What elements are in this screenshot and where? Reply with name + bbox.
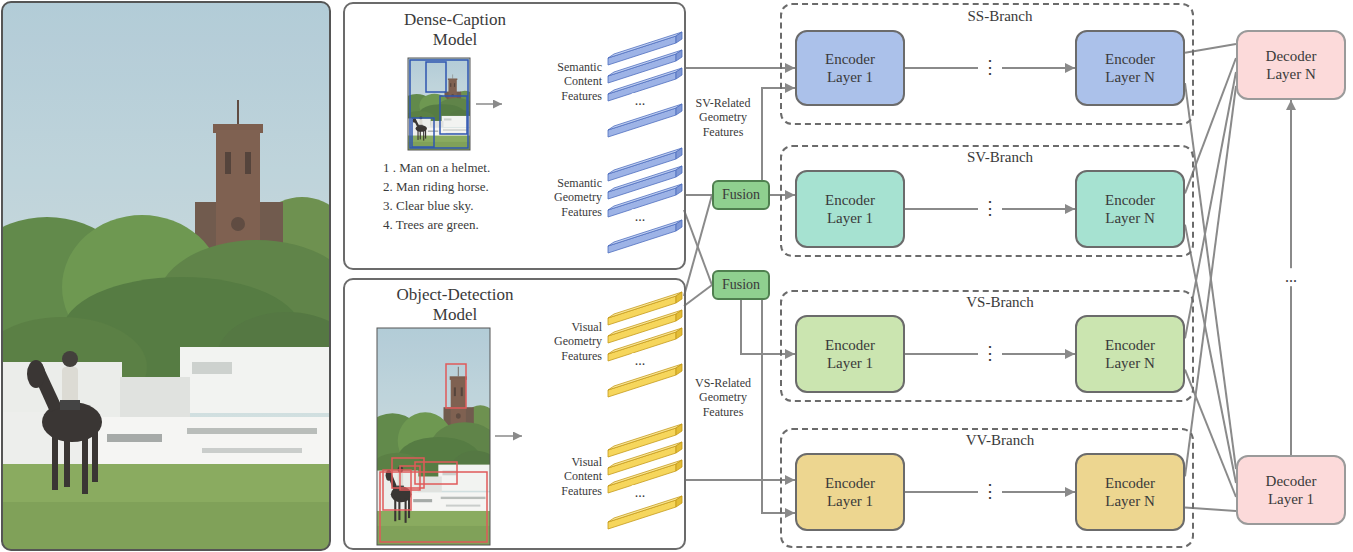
node-label: Encoder Layer N bbox=[1094, 474, 1166, 510]
caption-thumbnail bbox=[399, 58, 502, 150]
encoder-box: Encoder Layer N bbox=[1075, 315, 1185, 393]
node-label: 4. Trees are green. bbox=[383, 217, 543, 233]
detection-thumbnail bbox=[360, 328, 522, 545]
connector bbox=[684, 479, 795, 481]
node-label: Encoder Layer N bbox=[1094, 50, 1166, 86]
node-label: Fusion bbox=[722, 277, 760, 294]
node-label: SV-Branch bbox=[940, 148, 1060, 166]
node-label: VV-Branch bbox=[940, 431, 1060, 449]
node-label: Decoder Layer N bbox=[1255, 47, 1327, 83]
edge-label: SV-Related Geometry Features bbox=[690, 96, 756, 139]
decoder-box: Decoder Layer 1 bbox=[1236, 455, 1346, 525]
connector bbox=[770, 194, 795, 196]
node-label: Semantic Geometry Features bbox=[546, 176, 602, 219]
node-label: Encoder Layer 1 bbox=[814, 191, 886, 227]
node-label: SS-Branch bbox=[940, 7, 1060, 25]
node-label: Encoder Layer N bbox=[1094, 191, 1166, 227]
encoder-box: Encoder Layer N bbox=[1075, 30, 1185, 106]
fusion-box: Fusion bbox=[712, 180, 770, 210]
node-label: Encoder Layer N bbox=[1094, 336, 1166, 372]
node-label: Object-Detection Model bbox=[380, 285, 530, 326]
connector bbox=[684, 195, 712, 296]
node-label: Visual Content Features bbox=[546, 455, 602, 498]
photo-frame bbox=[2, 2, 330, 550]
edge-label: VS-Related Geometry Features bbox=[690, 376, 756, 419]
node-label: Fusion bbox=[722, 187, 760, 204]
feature-stack: Semantic Geometry Features bbox=[546, 142, 684, 254]
annotation: ⋮ bbox=[978, 199, 1002, 219]
connector bbox=[741, 300, 795, 354]
encoder-box: Encoder Layer 1 bbox=[795, 30, 905, 106]
node-label: Decoder Layer 1 bbox=[1255, 472, 1327, 508]
node-label: Encoder Layer 1 bbox=[814, 474, 886, 510]
semantic-feature-bars bbox=[608, 32, 682, 253]
model-panel: Dense-Caption Model 1 . Man on a helmet. 2… bbox=[343, 2, 686, 270]
node-label: Visual Geometry Features bbox=[546, 320, 602, 363]
node-label: 1 . Man on a helmet. bbox=[383, 160, 543, 176]
connector bbox=[1185, 83, 1236, 469]
annotation: ... bbox=[632, 93, 649, 108]
encoder-box: Encoder Layer N bbox=[1075, 453, 1185, 531]
annotation: ⋮ bbox=[978, 344, 1002, 364]
photo bbox=[2, 2, 330, 550]
fusion-box: Fusion bbox=[712, 270, 770, 300]
connector bbox=[762, 88, 795, 180]
encoder-box: Encoder Layer N bbox=[1075, 170, 1185, 248]
annotation: ... bbox=[1282, 268, 1300, 286]
encoder-box: Encoder Layer 1 bbox=[795, 453, 905, 531]
node-label: 2. Man riding horse. bbox=[383, 179, 543, 195]
encoder-box: Encoder Layer 1 bbox=[795, 315, 905, 393]
node-label: Semantic Content Features bbox=[546, 60, 602, 103]
annotation: ⋮ bbox=[978, 482, 1002, 502]
annotation: ... bbox=[632, 485, 649, 500]
feature-stack: Visual Geometry Features bbox=[546, 286, 684, 398]
connector bbox=[684, 285, 712, 306]
encoder-box: Encoder Layer 1 bbox=[795, 170, 905, 248]
annotation: ... bbox=[632, 353, 649, 368]
node-label: VS-Branch bbox=[940, 293, 1060, 311]
node-label: 3. Clear blue sky. bbox=[383, 198, 543, 214]
connector bbox=[684, 194, 712, 196]
annotation: ⋮ bbox=[978, 58, 1002, 78]
decoder-box: Decoder Layer N bbox=[1236, 30, 1346, 100]
node-label: Dense-Caption Model bbox=[390, 10, 520, 51]
node-label: Encoder Layer 1 bbox=[814, 50, 886, 86]
model-panel: Object-Detection ModelVisual Geometry Fe… bbox=[343, 278, 686, 550]
feature-stack: Semantic Content Features bbox=[546, 30, 684, 135]
feature-stack: Visual Content Features bbox=[546, 405, 684, 543]
connector bbox=[762, 300, 795, 513]
annotation: ... bbox=[632, 209, 649, 224]
node-label: Encoder Layer 1 bbox=[814, 336, 886, 372]
visual-feature-bars bbox=[608, 292, 682, 529]
connector bbox=[684, 67, 795, 69]
